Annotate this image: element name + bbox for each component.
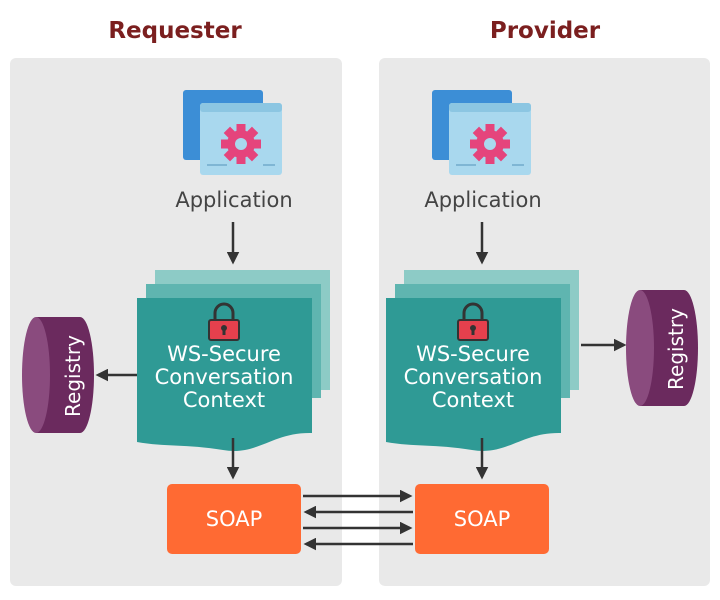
provider-title: Provider [489,18,601,44]
gear-icon [221,124,261,164]
requester-soap-box: SOAP [167,484,301,554]
requester-registry-icon: Registry [22,317,94,433]
gear-icon [470,124,510,164]
requester-title: Requester [108,18,242,44]
context-line: Conversation [154,365,294,389]
lock-icon [457,302,489,341]
provider-soap-box: SOAP [415,484,549,554]
provider-context-text: WS-Secure Conversation Context [383,343,563,412]
requester-application-window-icon [183,90,282,175]
provider-application-label: Application [424,188,542,212]
provider-registry-icon: Registry [626,290,698,406]
context-line: Context [182,388,266,412]
lock-icon [208,302,240,341]
provider-registry-label: Registry [664,308,688,390]
requester-application-label: Application [175,188,293,212]
context-line: WS-Secure [416,342,530,366]
requester-context-text: WS-Secure Conversation Context [134,343,314,412]
context-line: Conversation [403,365,543,389]
context-line: WS-Secure [167,342,281,366]
provider-application-window-icon [432,90,531,175]
requester-registry-label: Registry [61,335,85,417]
context-line: Context [431,388,515,412]
